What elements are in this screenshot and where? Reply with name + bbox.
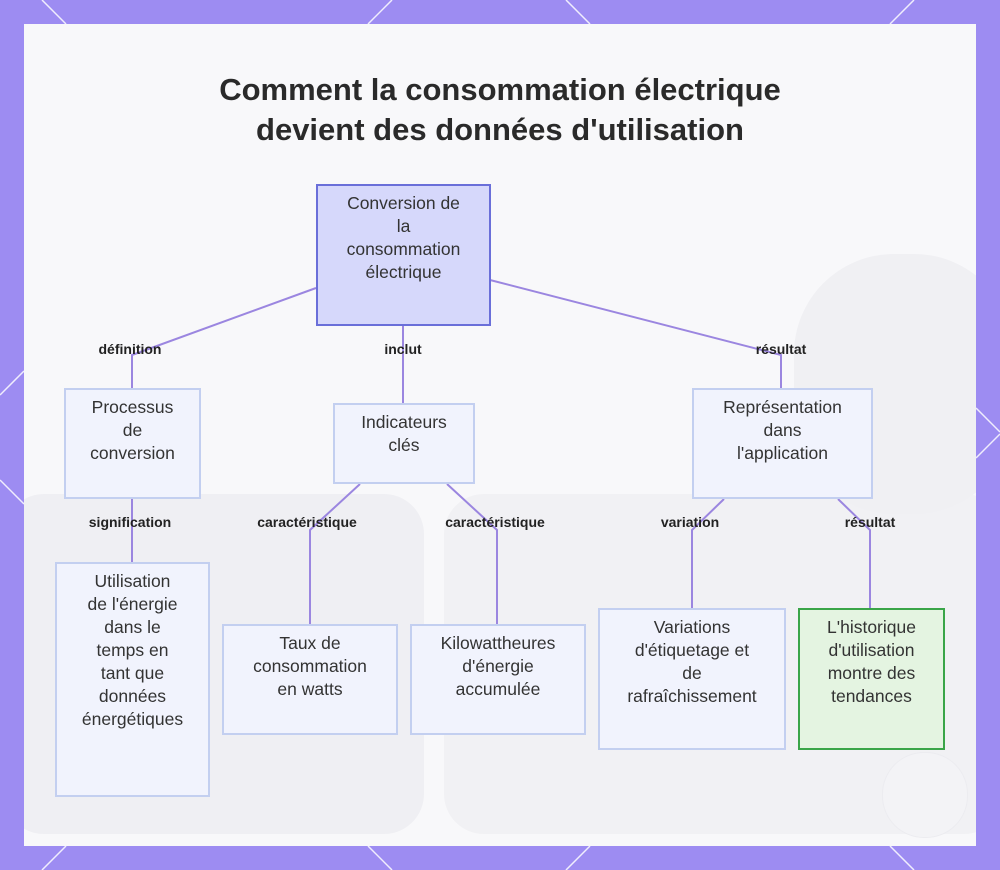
node-line: dans le <box>104 617 161 637</box>
edge-representation-variations <box>691 498 725 608</box>
title-line-1: Comment la consommation électrique <box>219 72 781 107</box>
node-line: de <box>122 420 143 440</box>
node-line: d'utilisation <box>828 640 915 660</box>
node-line: Indicateurs <box>361 412 447 432</box>
node-line: conversion <box>90 443 175 463</box>
node-line: tant que <box>100 663 165 683</box>
edge-label-caracteristique-2: caractéristique <box>445 514 545 530</box>
diagram-title: Comment la consommation électrique devie… <box>0 70 1000 150</box>
edge-root-processus <box>131 287 317 388</box>
node-line: accumulée <box>455 679 541 699</box>
node-indicateurs-cles: Indicateurs clés <box>333 403 475 484</box>
edge-root-representation <box>489 279 782 388</box>
node-processus-conversion: Processus de conversion <box>64 388 201 499</box>
node-representation-application: Représentation dans l'application <box>692 388 873 499</box>
title-line-2: devient des données d'utilisation <box>256 112 744 147</box>
node-line: temps en <box>96 640 169 660</box>
edge-representation-historique <box>837 498 871 608</box>
node-line: d'énergie <box>462 656 534 676</box>
edge-label-resultat: résultat <box>755 341 807 357</box>
node-line: de l'énergie <box>87 594 178 614</box>
edge-indicateurs-kwh <box>446 483 498 624</box>
background-plug-badge <box>882 752 968 838</box>
node-variations-etiquetage: Variations d'étiquetage et de rafraîchis… <box>598 608 786 750</box>
edge-label-signification: signification <box>88 514 172 530</box>
edge-label-caracteristique-1: caractéristique <box>257 514 357 530</box>
edge-label-inclut: inclut <box>384 341 422 357</box>
edge-label-resultat-2: résultat <box>844 514 896 530</box>
node-line: consommation <box>346 239 461 259</box>
node-line: Variations <box>653 617 731 637</box>
node-line: L'historique <box>827 617 916 637</box>
node-line: clés <box>388 435 420 455</box>
node-line: rafraîchissement <box>627 686 757 706</box>
node-line: Taux de <box>279 633 341 653</box>
node-line: données <box>98 686 167 706</box>
node-line: Processus <box>91 397 174 417</box>
node-kilowattheures: Kilowattheures d'énergie accumulée <box>410 624 586 735</box>
node-line: Conversion de <box>347 193 460 213</box>
node-conversion-consommation: Conversion de la consommation électrique <box>316 184 491 326</box>
node-line: énergétiques <box>81 709 184 729</box>
node-line: Représentation <box>723 397 842 417</box>
node-line: de <box>682 663 702 683</box>
node-line: dans <box>763 420 802 440</box>
node-line: en watts <box>277 679 343 699</box>
node-historique-tendances: L'historique d'utilisation montre des te… <box>798 608 945 750</box>
node-line: d'étiquetage et <box>634 640 750 660</box>
node-line: Utilisation <box>94 571 171 591</box>
edge-label-definition: définition <box>98 341 162 357</box>
edge-label-variation: variation <box>660 514 720 530</box>
node-line: la <box>396 216 411 236</box>
node-line: Kilowattheures <box>440 633 556 653</box>
node-line: consommation <box>253 656 367 676</box>
node-line: tendances <box>831 686 912 706</box>
node-line: montre des <box>827 663 916 683</box>
node-line: électrique <box>365 262 442 282</box>
node-utilisation-energie: Utilisation de l'énergie dans le temps e… <box>55 562 210 797</box>
node-line: l'application <box>737 443 828 463</box>
edge-indicateurs-taux <box>309 483 361 624</box>
node-taux-consommation: Taux de consommation en watts <box>222 624 398 735</box>
